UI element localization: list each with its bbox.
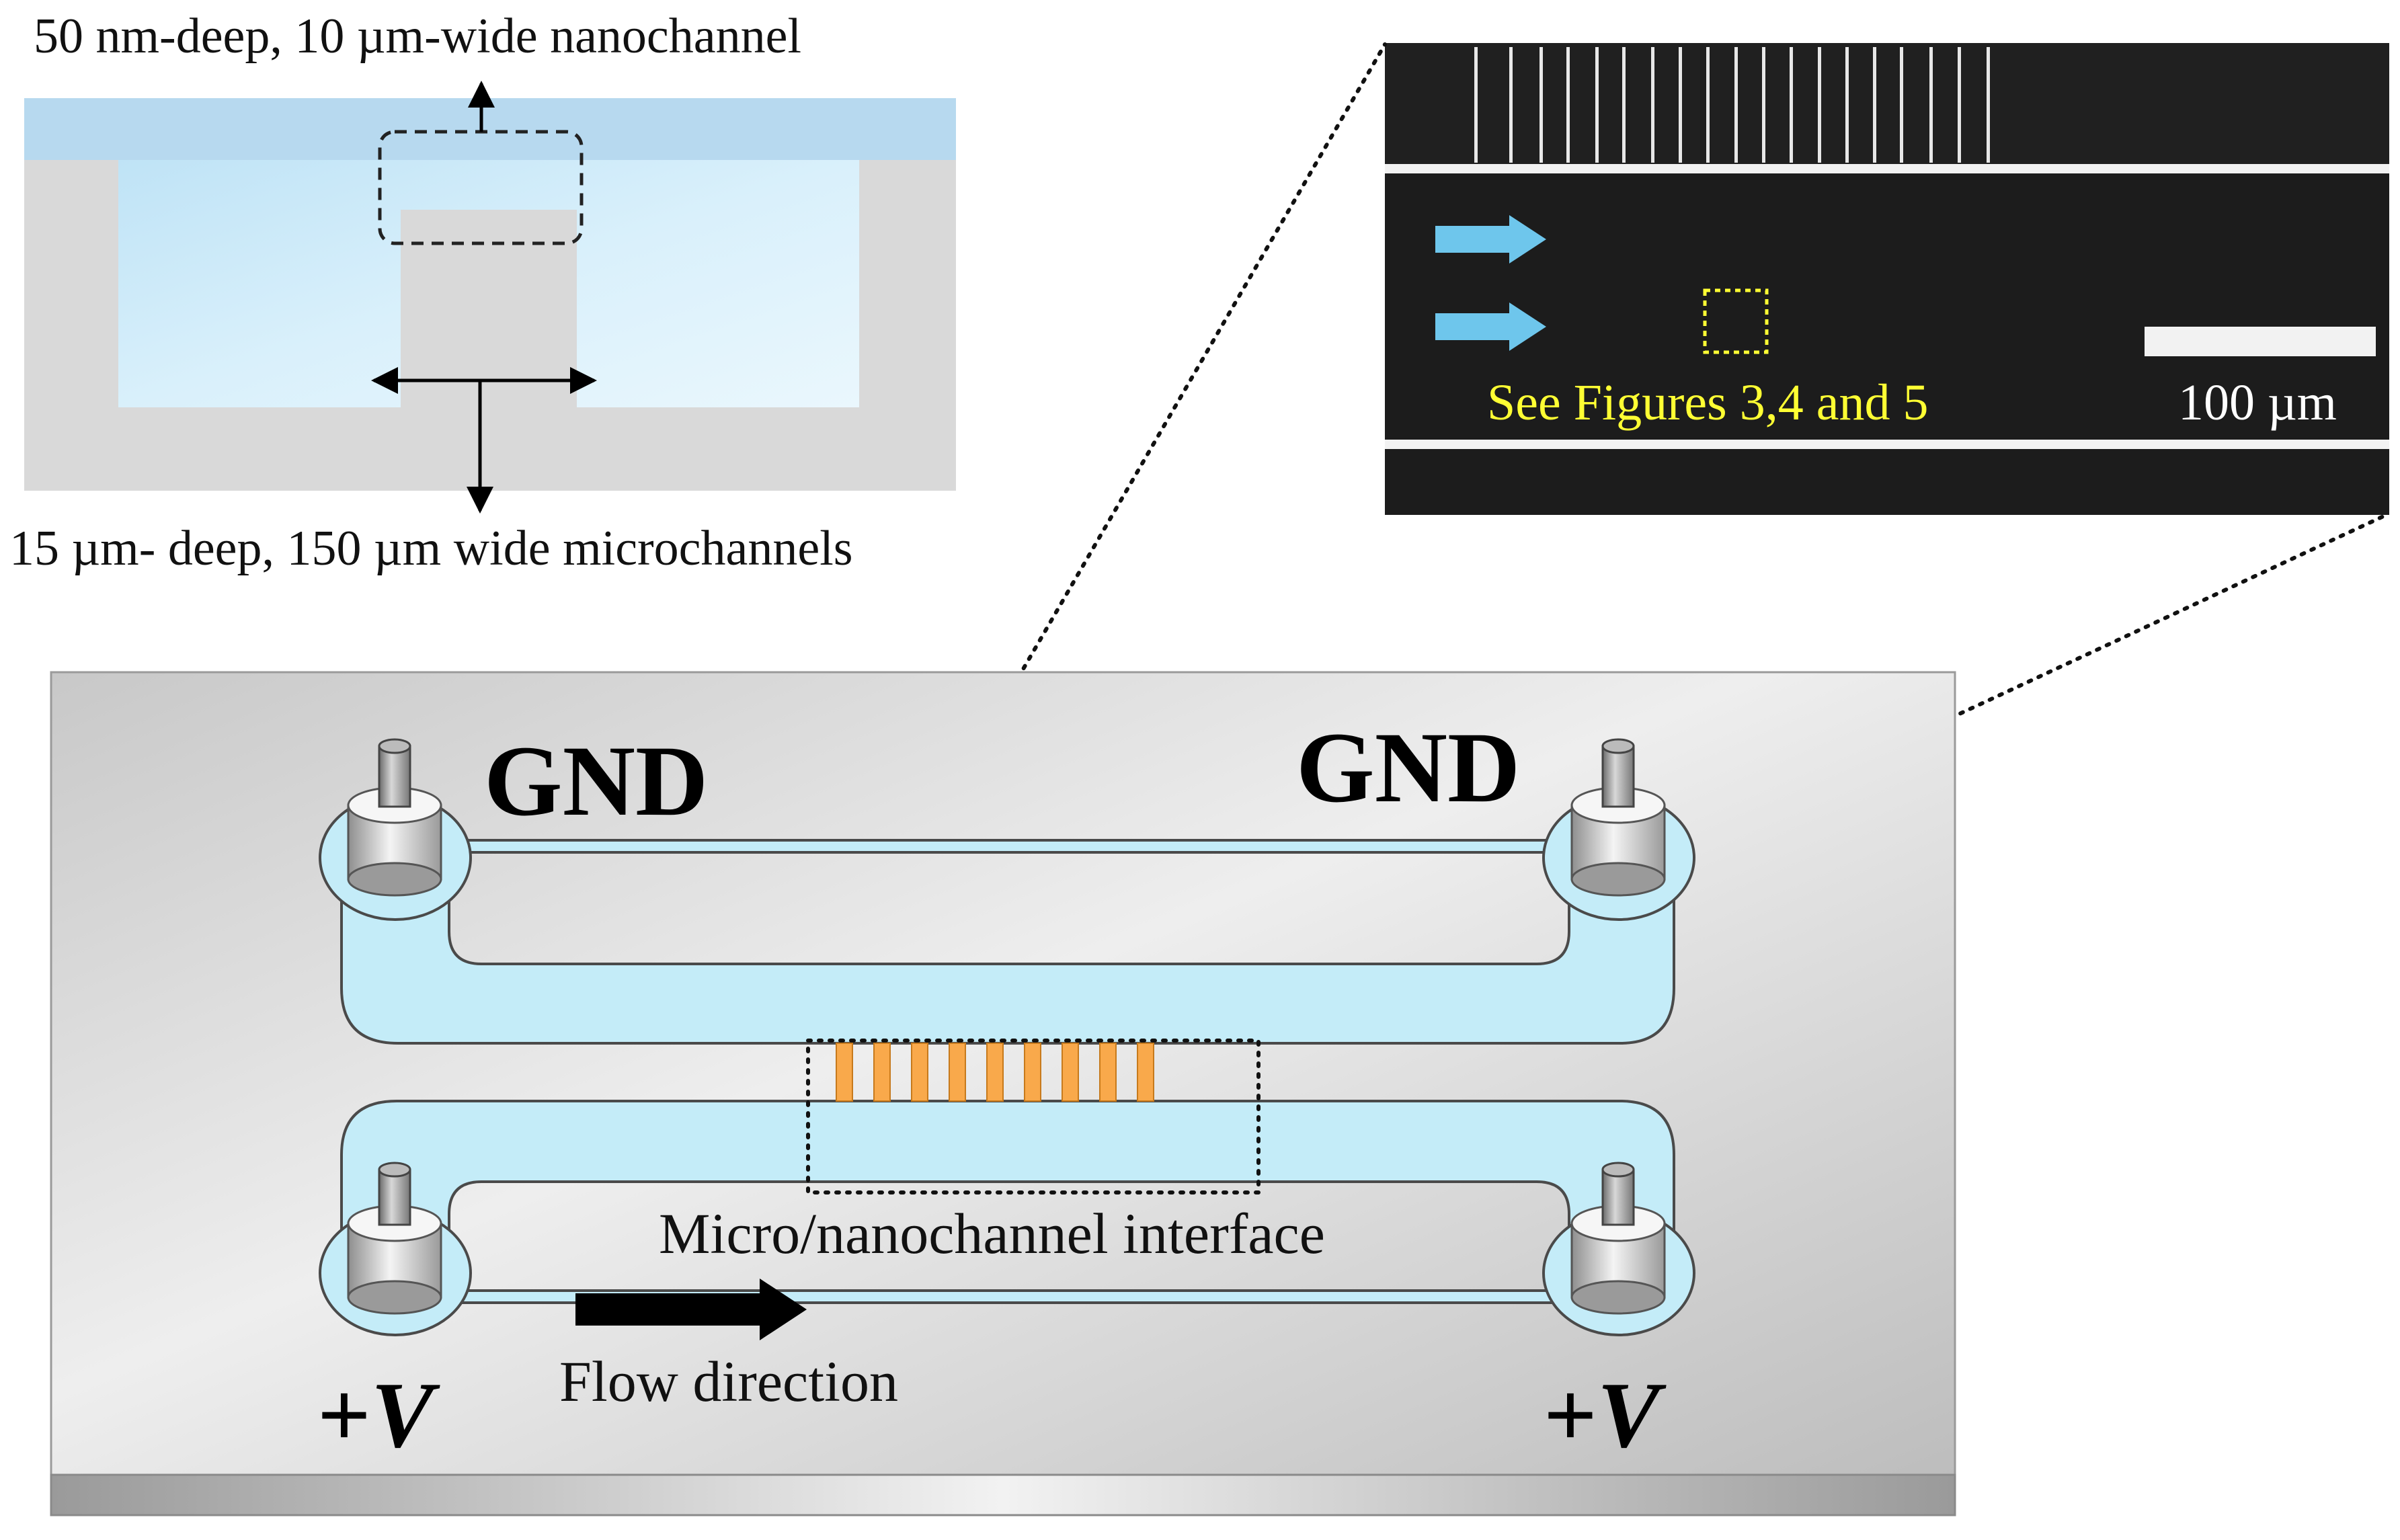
region-of-interest-box [1703, 288, 1769, 354]
cross-section-diagram: 50 nm-deep, 10 µm-wide nanochannel 15 µm… [9, 9, 956, 576]
electrode-pin [347, 738, 442, 897]
scale-bar-label: 100 µm [2178, 374, 2337, 431]
voltage-label-left: +V [317, 1363, 440, 1467]
scale-bar [2145, 327, 2376, 356]
microfluidic-chip: GND GND Micro/nanochannel interface Flow… [50, 671, 1956, 1516]
micrograph-inset: See Figures 3,4 and 5 100 µm [1385, 43, 2389, 515]
micrograph-upper-wall [1385, 164, 2389, 173]
plus-sign: + [317, 1363, 371, 1467]
micrograph-lower-wall [1385, 440, 2389, 449]
gnd-label-left: GND [484, 725, 708, 837]
see-figures-annotation: See Figures 3,4 and 5 [1487, 374, 1928, 431]
gnd-label-right: GND [1296, 712, 1520, 823]
plus-sign: + [1544, 1363, 1597, 1467]
cover-layer [24, 98, 956, 160]
interface-highlight-box [806, 1039, 1261, 1194]
voltage-symbol: V [371, 1363, 440, 1467]
chip-front-edge [50, 1473, 1956, 1516]
flow-arrow-icon [1435, 302, 1546, 351]
electrode-pin [1570, 1162, 1666, 1315]
electrode-pin [347, 1162, 442, 1315]
voltage-label-right: +V [1544, 1363, 1667, 1467]
flow-direction-label: Flow direction [559, 1349, 898, 1414]
center-ridge [401, 210, 577, 407]
nanochannel-array [836, 1043, 1154, 1102]
nanochannel-label: 50 nm-deep, 10 µm-wide nanochannel [34, 9, 801, 64]
nanochannel-lines [1474, 47, 1990, 163]
interface-label: Micro/nanochannel interface [659, 1201, 1325, 1266]
electrode-pin [1570, 738, 1666, 897]
flow-direction-arrow [575, 1279, 807, 1340]
micrograph-upper-channel [1385, 43, 2389, 164]
voltage-symbol: V [1597, 1363, 1667, 1467]
flow-arrow-icon [1435, 215, 1546, 264]
microchannel-label: 15 µm- deep, 150 µm wide microchannels [9, 521, 853, 576]
